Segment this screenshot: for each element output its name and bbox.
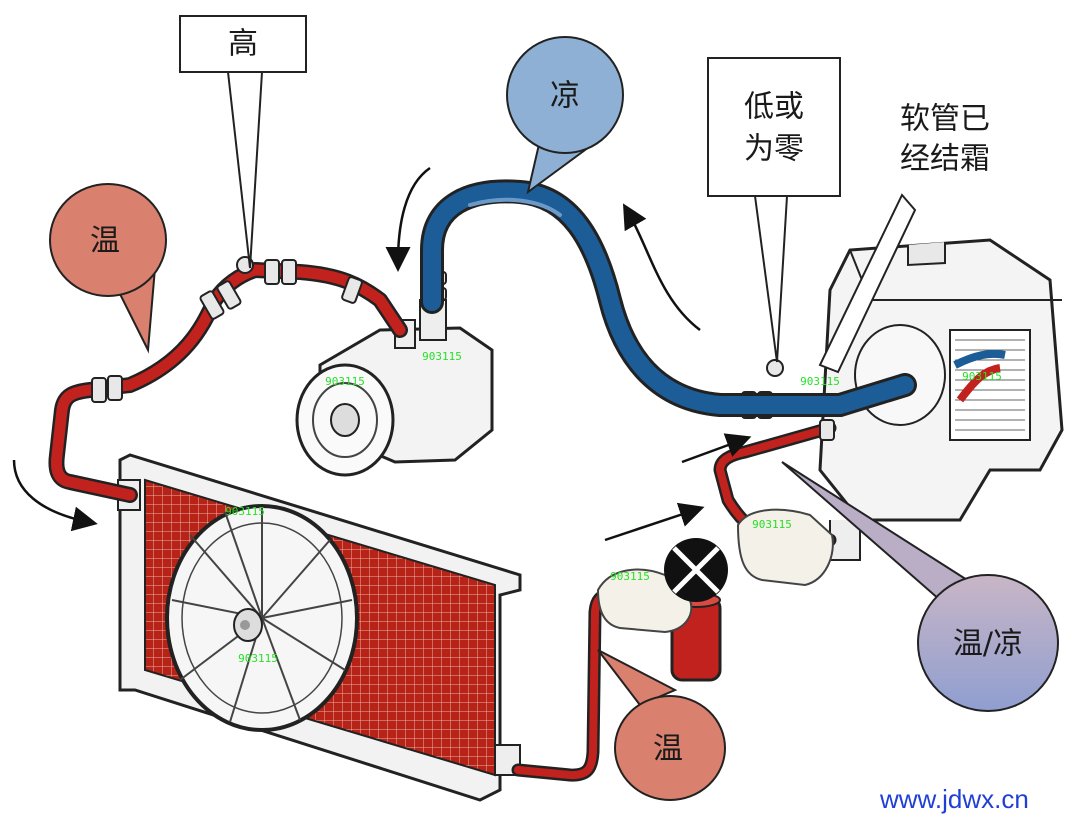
- compressor: [295, 299, 494, 477]
- callout-low-or-zero: 低或 为零: [707, 57, 841, 363]
- callout-high: 高: [179, 15, 307, 269]
- label-warm-left: 温: [90, 224, 120, 259]
- label-cool: 凉: [550, 79, 580, 114]
- label-low-or-zero-line1: 低或: [744, 90, 804, 125]
- label-warm-bottom: 温: [653, 732, 683, 767]
- watermark-8: 903115: [752, 518, 792, 531]
- callout-warm-cool: 温/凉: [781, 461, 1059, 712]
- callout-cool: 凉: [506, 36, 624, 195]
- low-pressure-cold-line: [420, 179, 917, 417]
- label-frost-line2: 经结霜: [900, 142, 990, 177]
- fan: [165, 504, 359, 732]
- label-frost-line1: 软管已: [900, 102, 990, 137]
- watermark-7: 903115: [610, 570, 650, 583]
- callout-warm-bottom: 温: [597, 649, 726, 801]
- flow-arrows: [12, 166, 752, 542]
- callout-warm-left: 温: [49, 183, 167, 354]
- blocked-icon: [664, 538, 728, 602]
- callout-hose-frosted: 软管已 经结霜: [818, 102, 990, 374]
- watermarks: 903115 903115 903115 903115 903115 90311…: [225, 350, 1002, 665]
- label-high: 高: [228, 27, 258, 62]
- watermark-3: 903115: [225, 505, 265, 518]
- website-link[interactable]: www.jdwx.cn: [880, 784, 1029, 814]
- watermark-4: 903115: [238, 652, 278, 665]
- label-low-or-zero-line2: 为零: [744, 132, 804, 167]
- watermark-2: 903115: [422, 350, 462, 363]
- high-pressure-hot-line: [48, 262, 837, 782]
- watermark-1: 903115: [325, 375, 365, 388]
- hand-right: [736, 508, 834, 587]
- label-warm-cool: 温/凉: [953, 627, 1023, 662]
- watermark-6: 903115: [962, 370, 1002, 383]
- watermark-5: 903115: [800, 375, 840, 388]
